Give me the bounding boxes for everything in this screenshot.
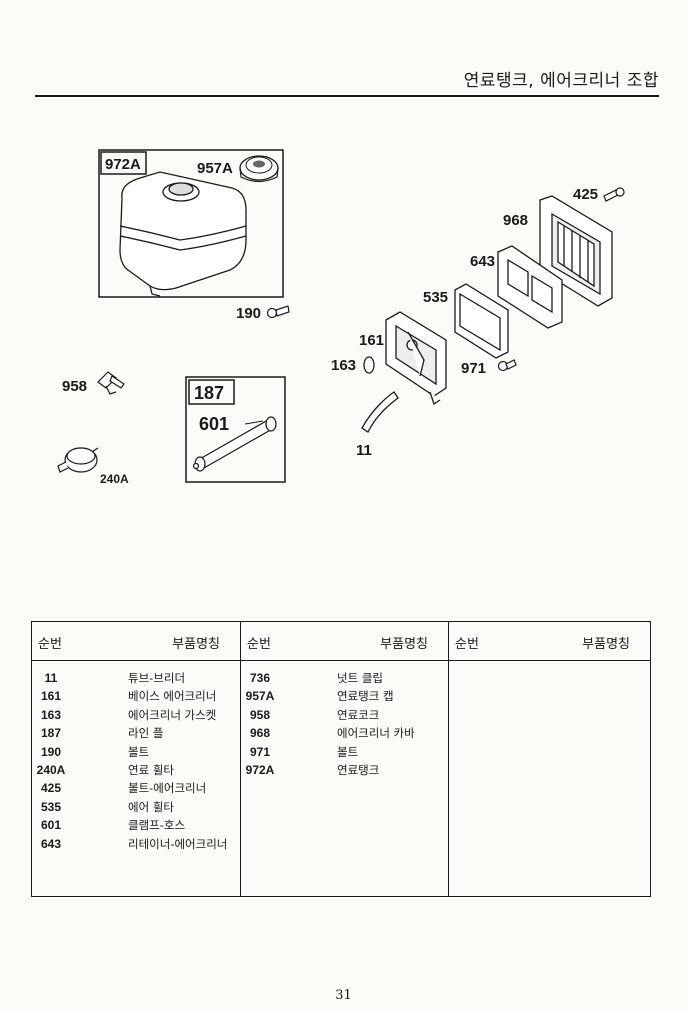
parts-diagram: 972A 957A 190 958 (57, 149, 625, 486)
table-row: 601 클램프-호스 (32, 816, 240, 834)
bolt-971-drawing (497, 359, 517, 372)
header-name: 부품명칭 (380, 637, 428, 652)
part-number: 190 (40, 744, 62, 759)
column-header: 순번 부품명칭 (449, 622, 650, 661)
part-number: 163 (40, 707, 62, 722)
callout-163: 163 (331, 357, 356, 374)
table-row: 11 튜브-브리더 (32, 669, 240, 687)
part-name: 에어 휠타 (128, 799, 174, 814)
part-number: 240A (36, 762, 66, 777)
table-row: 736 넛트 클립 (241, 669, 448, 687)
title-divider (35, 95, 659, 97)
callout-968: 968 (503, 212, 528, 229)
part-name: 연료 휠타 (128, 762, 174, 777)
label-box-972A (100, 151, 147, 175)
callout-535: 535 (423, 289, 448, 306)
callout-971: 971 (461, 360, 486, 377)
fuel-tank-drawing (119, 171, 247, 297)
part-name: 에어크리너 카바 (337, 726, 415, 741)
part-number: 972A (245, 762, 275, 777)
part-number: 968 (249, 726, 271, 741)
callout-190: 190 (236, 305, 261, 322)
part-number: 971 (249, 744, 271, 759)
fuel-line-group: 187 601 (185, 376, 286, 483)
part-name: 연료코크 (337, 707, 380, 722)
retainer-drawing (497, 245, 563, 329)
callout-425: 425 (573, 186, 598, 203)
callout-161: 161 (359, 332, 384, 349)
callout-601: 601 (199, 414, 229, 434)
part-name: 넛트 클립 (337, 671, 383, 685)
bolt-190-drawing (266, 305, 290, 319)
callout-11: 11 (356, 442, 372, 459)
table-row: 968 에어크리너 카바 (241, 724, 448, 742)
part-name: 연료탱크 캡 (337, 689, 394, 704)
table-row: 425 볼트-에어크리너 (32, 779, 240, 797)
header-num: 순번 (38, 637, 62, 652)
column-header: 순번 부품명칭 (241, 622, 448, 661)
fuel-tank-group: 972A 957A (98, 149, 284, 298)
part-number: 535 (40, 799, 62, 814)
part-number: 187 (40, 726, 62, 741)
part-number: 425 (40, 781, 62, 796)
fuel-cock-drawing (97, 371, 125, 395)
part-number: 957A (245, 689, 275, 704)
table-row: 163 에어크리너 가스켓 (32, 706, 240, 724)
fuel-line-frame (185, 376, 286, 483)
part-name: 클램프-호스 (128, 818, 186, 833)
parts-column-1: 순번 부품명칭 11 튜브-브리더 161 베이스 에어크리너 163 에어크리너 가… (32, 622, 240, 896)
part-name: 볼트 (337, 744, 359, 759)
table-row: 161 베이스 에어크리너 (32, 687, 240, 705)
table-row: 971 볼트 (241, 743, 448, 761)
fuel-cap-drawing (239, 155, 279, 183)
part-number: 736 (249, 671, 271, 685)
part-number: 161 (40, 689, 62, 704)
table-row: 187 라인 플 (32, 724, 240, 742)
part-number: 643 (40, 836, 62, 851)
part-name: 볼트 (128, 744, 150, 759)
callout-187: 187 (194, 383, 224, 403)
page-title: 연료탱크, 에어크리너 조합 (463, 71, 659, 91)
part-name: 라인 플 (128, 726, 164, 741)
parts-column-2: 순번 부품명칭 736 넛트 클립 957A 연료탱크 캡 958 연료코크 968 에… (240, 622, 448, 896)
callout-958: 958 (62, 378, 87, 395)
parts-column-3: 순번 부품명칭 (448, 622, 650, 896)
header-num: 순번 (455, 637, 479, 652)
table-row: 957A 연료탱크 캡 (241, 687, 448, 705)
part-name: 에어크리너 가스켓 (128, 707, 217, 722)
parts-table: 순번 부품명칭 11 튜브-브리더 161 베이스 에어크리너 163 에어크리너 가… (31, 621, 651, 897)
header-num: 순번 (247, 637, 271, 652)
header-name: 부품명칭 (172, 637, 220, 652)
part-name: 튜브-브리더 (128, 671, 186, 685)
table-row: 535 에어 휠타 (32, 798, 240, 816)
table-row: 972A 연료탱크 (241, 761, 448, 779)
part-number: 958 (249, 707, 271, 722)
part-number: 601 (40, 818, 62, 833)
header-name: 부품명칭 (582, 637, 630, 652)
callout-957A: 957A (197, 160, 233, 177)
column-header: 순번 부품명칭 (32, 622, 240, 661)
label-box-187 (188, 379, 235, 405)
callout-972A: 972A (105, 156, 141, 173)
table-row: 240A 연료 휠타 (32, 761, 240, 779)
part-name: 리테이너-에어크리너 (128, 836, 228, 851)
callout-643: 643 (470, 253, 495, 270)
part-name: 연료탱크 (337, 762, 380, 777)
table-row: 958 연료코크 (241, 706, 448, 724)
part-number: 11 (44, 671, 58, 685)
part-name: 볼트-에어크리너 (128, 781, 207, 796)
page-number: 31 (335, 988, 352, 1003)
table-row: 643 리테이너-에어크리너 (32, 835, 240, 853)
fuel-tank-frame (98, 149, 284, 298)
callout-240A: 240A (100, 472, 129, 486)
bolt-425-drawing (603, 187, 625, 202)
fuel-filter-drawing (57, 447, 99, 473)
table-row: 190 볼트 (32, 743, 240, 761)
air-filter-drawing (454, 283, 509, 359)
air-cleaner-base-drawing (385, 311, 447, 406)
gasket-163-drawing (363, 356, 375, 374)
part-name: 베이스 에어크리너 (128, 689, 217, 704)
breather-tube-drawing (361, 391, 399, 433)
